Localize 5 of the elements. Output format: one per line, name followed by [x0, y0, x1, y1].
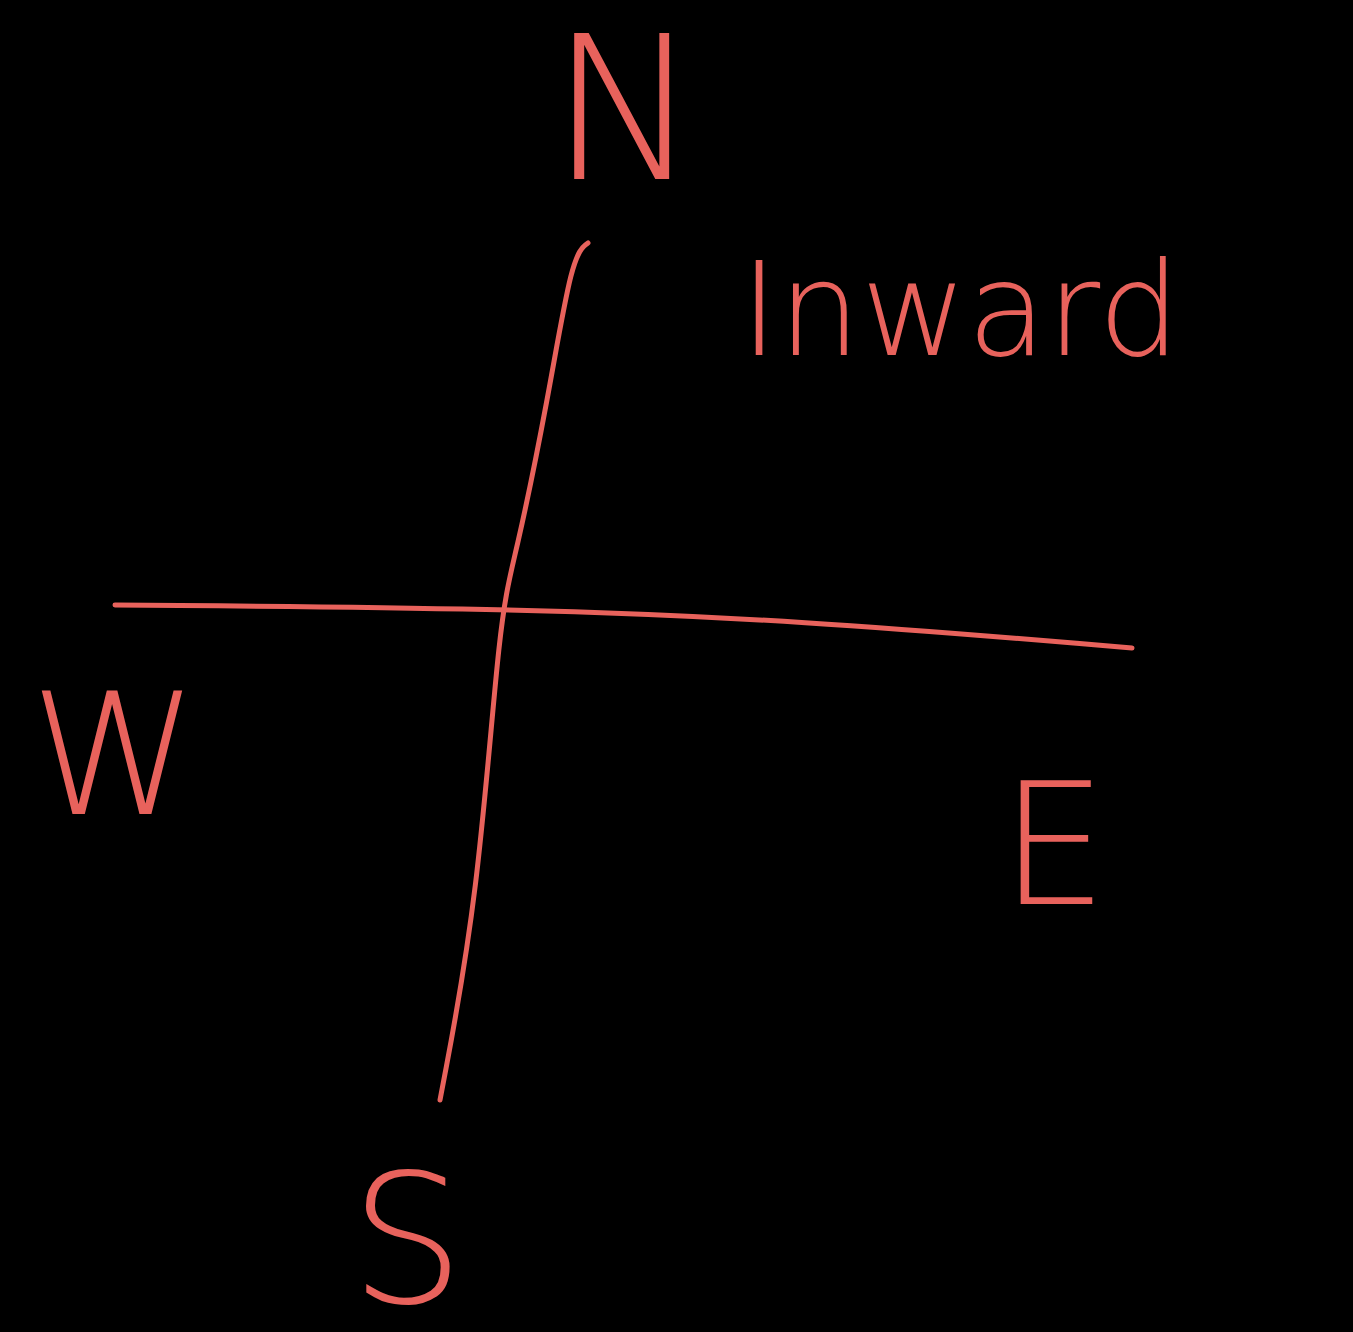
direction-label: S: [350, 1150, 465, 1330]
direction-label: N: [550, 10, 700, 210]
direction-label: Inward: [740, 245, 1181, 375]
direction-label: W: [30, 670, 199, 840]
direction-label: E: [1000, 760, 1108, 930]
